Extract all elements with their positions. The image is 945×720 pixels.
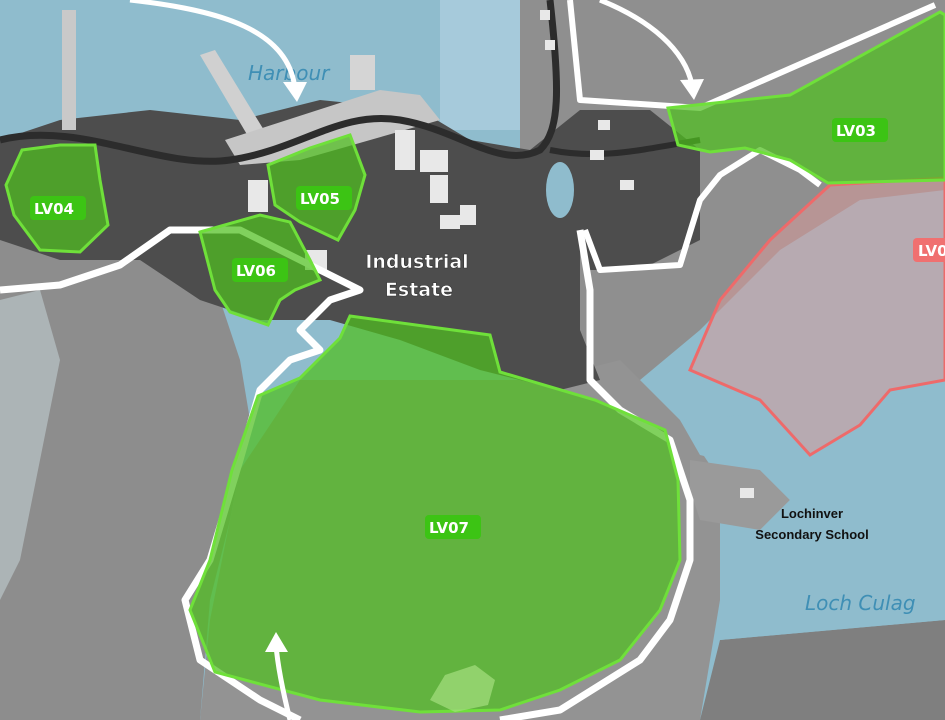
- main-road: [0, 0, 561, 165]
- pond: [546, 162, 574, 218]
- zone-lv06-label: LV06: [236, 262, 276, 280]
- boundary-line-main: [0, 226, 364, 720]
- zone-red-area: [688, 176, 945, 457]
- harbour-pier: [200, 50, 270, 148]
- industrial-estate-label-line1: Industrial: [365, 251, 468, 273]
- zone-lv05-label: LV05: [300, 190, 340, 208]
- zone-lv05-label-bg: [296, 186, 352, 210]
- arrow-to-lv07: [265, 632, 293, 720]
- industrial-estate-label-line2: Estate: [385, 279, 453, 301]
- west-shore-light: [0, 290, 60, 600]
- west-land: [0, 180, 250, 720]
- zone-lv07-area: [188, 314, 682, 714]
- zone-red-label-bg: [913, 238, 945, 262]
- school-label-line1: Lochinver: [781, 506, 843, 521]
- boundary-line-east: [499, 229, 694, 720]
- zone-lv04-label-bg: [30, 196, 86, 220]
- arrow-to-harbour: [129, 0, 307, 102]
- arrow-to-lv03: [599, 0, 704, 100]
- lv07-clearing: [430, 665, 495, 712]
- zone-lv04-label: LV04: [34, 200, 74, 218]
- boundary-line-north: [567, 0, 937, 111]
- village-dark-area: [0, 100, 700, 390]
- zone-lv03-label-bg: [832, 118, 888, 142]
- zone-red-label: LV0: [918, 242, 945, 260]
- north-pier: [62, 10, 76, 130]
- zone-lv03-label: LV03: [836, 122, 876, 140]
- loch-culag-label: Loch Culag: [805, 591, 916, 615]
- zone-lv07-label: LV07: [429, 519, 469, 537]
- zone-lv07-label-bg: [425, 515, 481, 539]
- harbour-water: [440, 0, 520, 130]
- harbour-building: [350, 55, 375, 90]
- zone-lv06-label-bg: [232, 258, 288, 282]
- southeast-land: [700, 620, 945, 720]
- school-label-line2: Secondary School: [755, 527, 868, 542]
- loch-culag-inlet: [680, 400, 945, 640]
- boundary-line-east-village: [582, 147, 822, 273]
